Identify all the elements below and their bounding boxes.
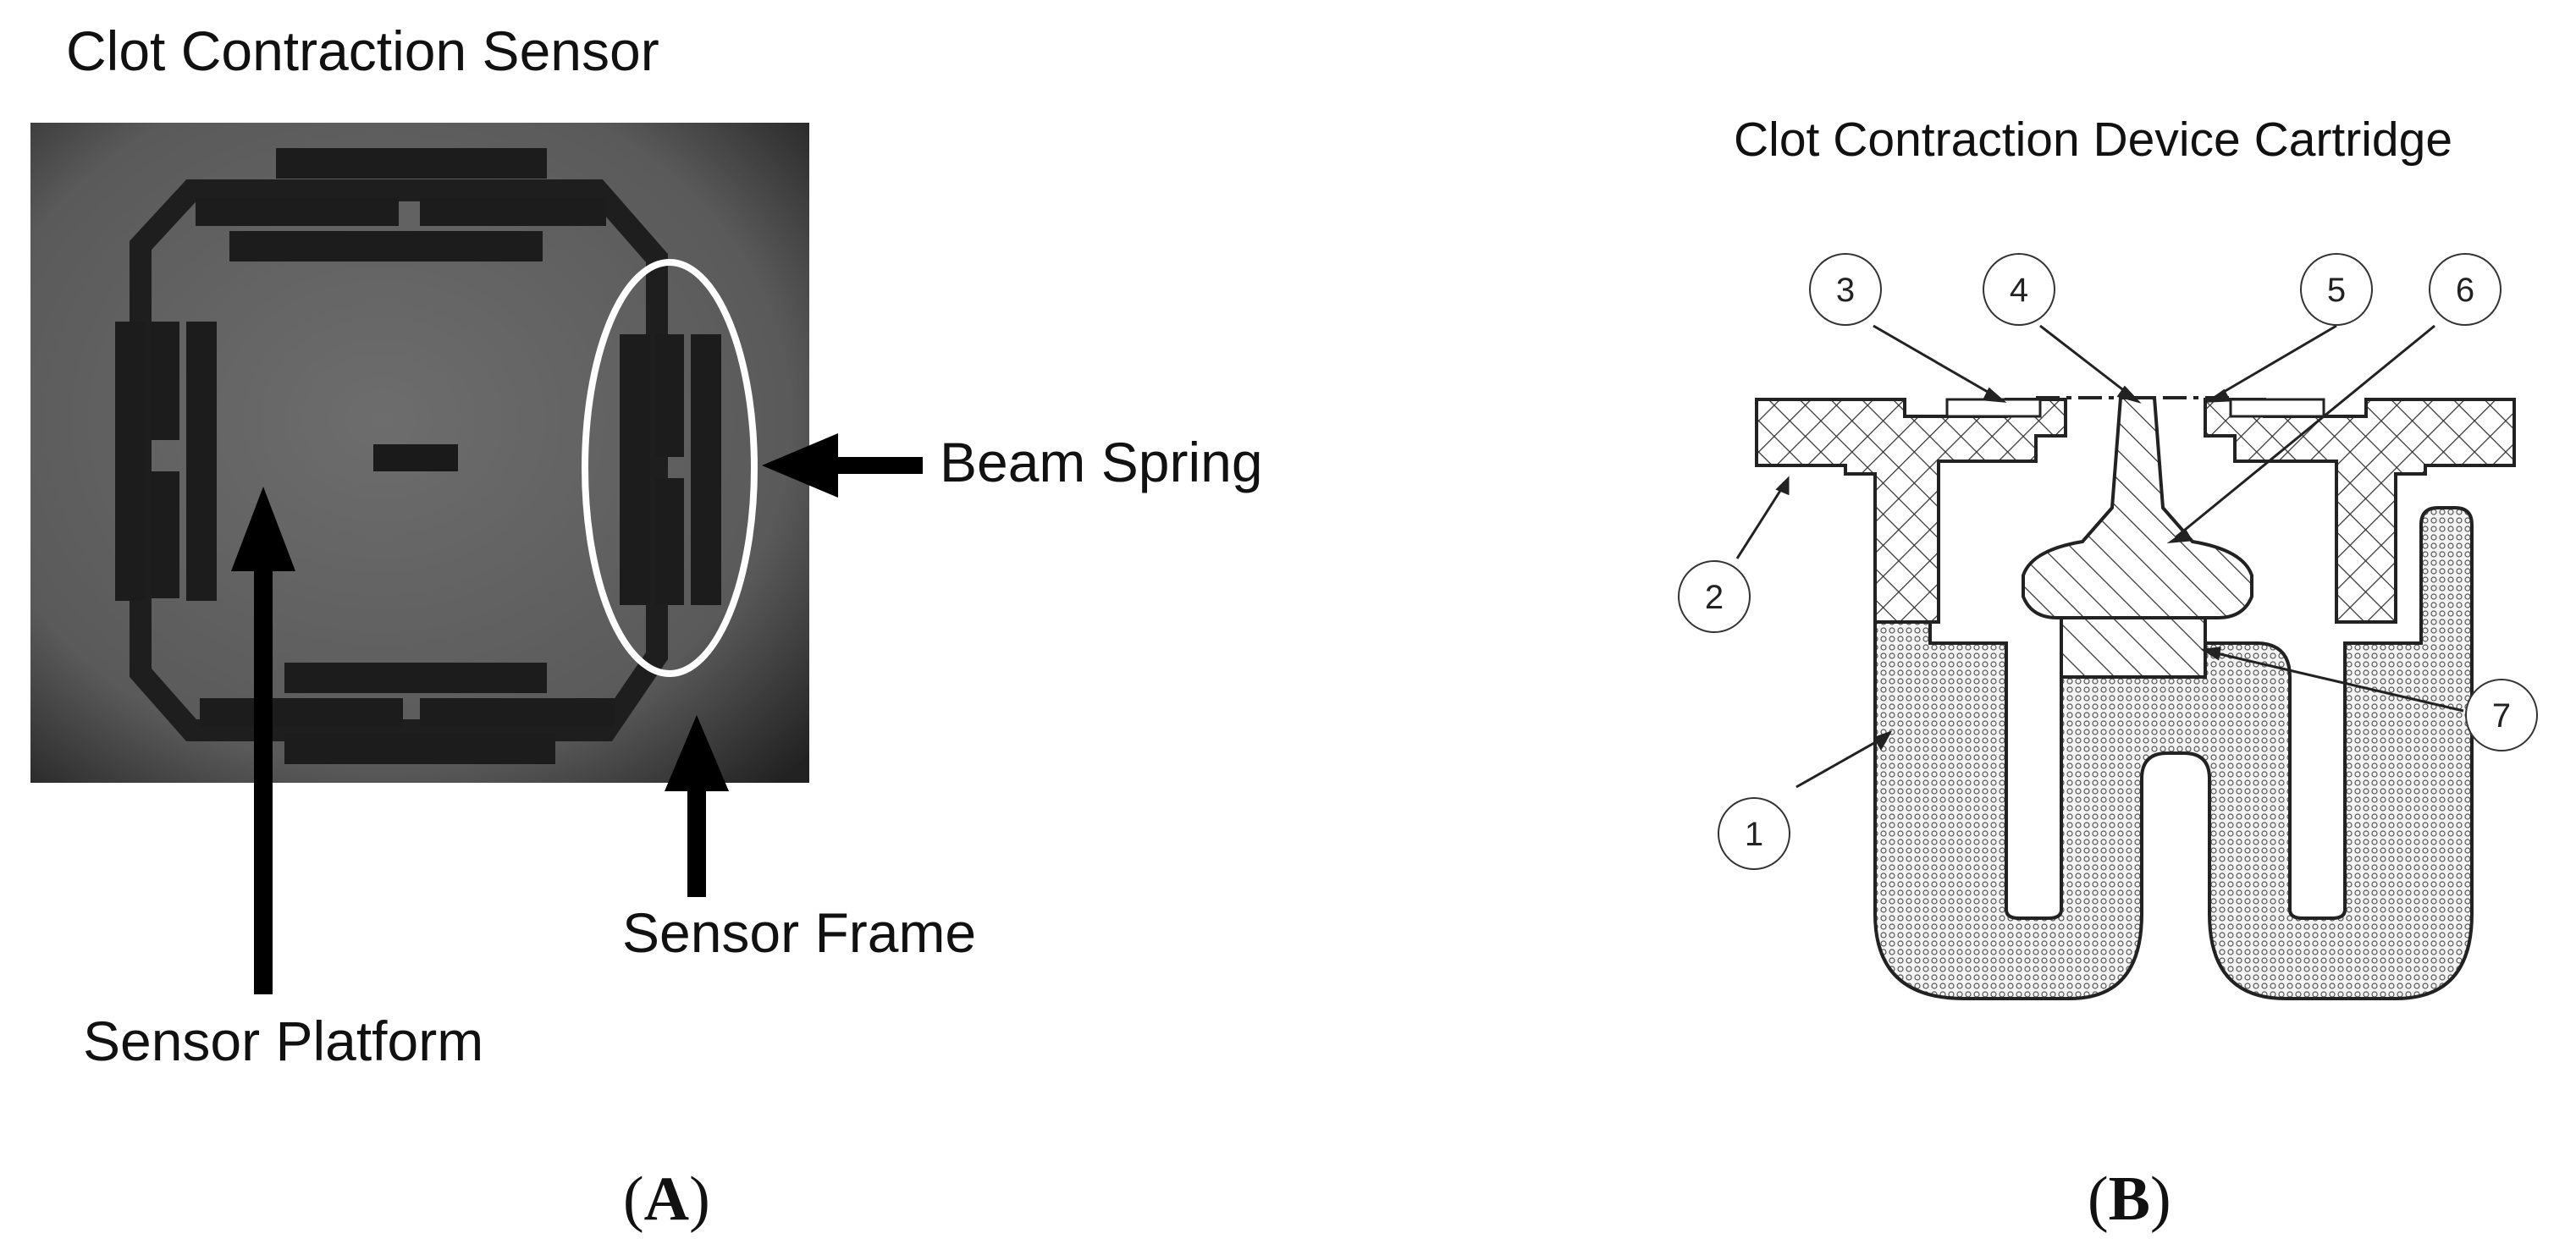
callout-1: 1 — [1718, 797, 1790, 870]
svg-text:7: 7 — [2492, 697, 2511, 735]
svg-text:3: 3 — [1836, 272, 1855, 309]
sensor-block — [2060, 616, 2207, 679]
panel-b-caption: (B) — [2088, 1164, 2171, 1234]
svg-text:5: 5 — [2327, 272, 2346, 309]
panel-a-caption: (A) — [623, 1164, 710, 1234]
top-beam-spring — [196, 148, 606, 261]
panel-a-title: Clot Contraction Sensor — [66, 19, 659, 82]
cartridge-body — [1873, 506, 2474, 1000]
callout-4: 4 — [1983, 253, 2055, 326]
right-beam-spring — [620, 334, 721, 605]
film-left — [1945, 398, 2042, 418]
sensor-platform-marker — [373, 444, 458, 471]
panel-b-title: Clot Contraction Device Cartridge — [1734, 113, 2453, 167]
svg-text:2: 2 — [1705, 579, 1724, 616]
beam-spring-highlight — [582, 259, 758, 677]
callout-7: 7 — [2465, 679, 2538, 751]
callout-leaders — [1735, 324, 2464, 789]
callout-6: 6 — [2429, 253, 2502, 326]
sensor-frame-label: Sensor Frame — [622, 901, 977, 964]
beam-spring-label: Beam Spring — [940, 431, 1263, 493]
cartridge-cap-left — [1755, 398, 2067, 624]
callout-5: 5 — [2300, 253, 2373, 326]
svg-text:6: 6 — [2456, 272, 2474, 309]
sensor-micrograph — [30, 123, 809, 783]
film-right — [2229, 398, 2325, 418]
plunger — [2022, 396, 2253, 619]
svg-text:1: 1 — [1745, 816, 1763, 853]
svg-text:4: 4 — [2010, 272, 2028, 309]
bottom-beam-spring — [200, 663, 615, 764]
sensor-platform-label: Sensor Platform — [83, 1010, 484, 1072]
left-beam-spring — [115, 322, 217, 601]
callout-3: 3 — [1809, 253, 1882, 326]
callout-2: 2 — [1678, 560, 1751, 633]
